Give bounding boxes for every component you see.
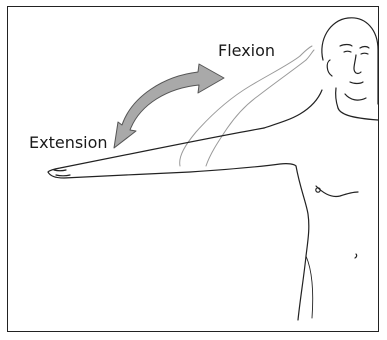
extension-label: Extension bbox=[29, 135, 108, 151]
torso bbox=[264, 90, 378, 320]
head bbox=[322, 18, 378, 108]
double-headed-curved-arrow-icon bbox=[114, 64, 224, 148]
flexion-label: Flexion bbox=[218, 43, 275, 59]
